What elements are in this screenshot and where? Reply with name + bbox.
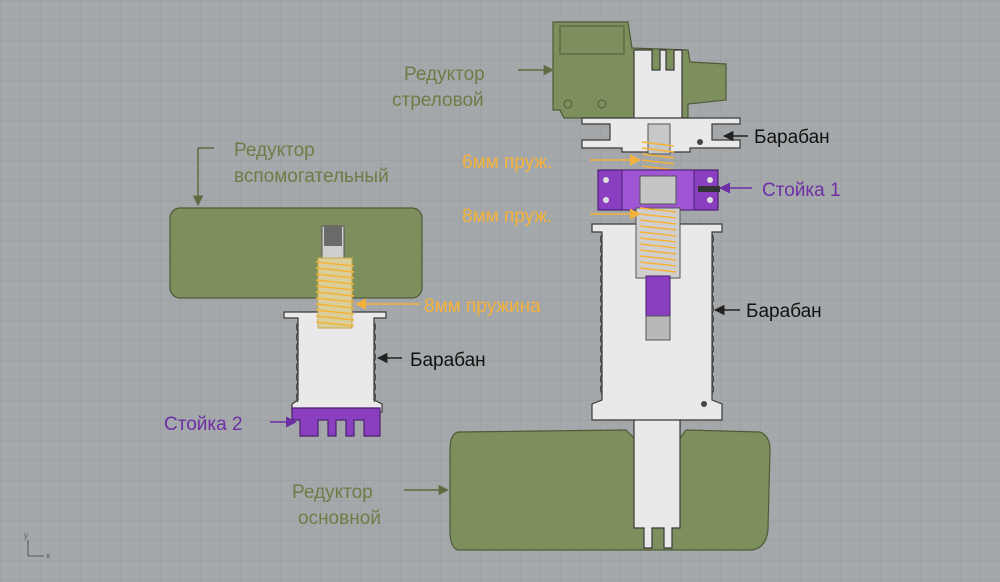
aux-reducer bbox=[169, 207, 423, 299]
axis-y-label: y bbox=[24, 531, 28, 540]
axis-x-label: x bbox=[46, 551, 50, 560]
main-reducer bbox=[449, 419, 771, 551]
aux-shaft bbox=[321, 225, 345, 259]
label-reducer-main-1: Редуктор bbox=[292, 482, 373, 503]
axis-icon: y x bbox=[24, 531, 50, 560]
label-reducer-boom-1: Редуктор bbox=[404, 64, 485, 85]
aux-drum bbox=[283, 311, 387, 413]
label-drum-top: Барабан bbox=[754, 127, 830, 148]
rack-1 bbox=[597, 169, 720, 211]
label-drum-left: Барабан bbox=[410, 350, 486, 371]
label-rack-1: Стойка 1 bbox=[762, 180, 841, 201]
label-reducer-main-2: основной bbox=[298, 508, 381, 529]
spring-8mm-right bbox=[639, 207, 677, 273]
label-spring-6mm: 6мм пруж. bbox=[462, 152, 552, 173]
label-reducer-aux-2: вспомогательный bbox=[234, 166, 389, 187]
spring-8mm-left bbox=[315, 257, 355, 329]
label-reducer-aux-1: Редуктор bbox=[234, 140, 315, 161]
top-drum bbox=[581, 117, 741, 155]
rack-2 bbox=[291, 407, 381, 437]
label-rack-2: Стойка 2 bbox=[164, 414, 243, 435]
label-spring-8mm: 8мм пруж. bbox=[462, 206, 552, 227]
label-spring-8mm-left: 8мм пружина bbox=[424, 296, 541, 317]
label-drum-mid: Барабан bbox=[746, 301, 822, 322]
label-reducer-boom-2: стреловой bbox=[392, 90, 484, 111]
spring-6mm bbox=[641, 141, 675, 183]
